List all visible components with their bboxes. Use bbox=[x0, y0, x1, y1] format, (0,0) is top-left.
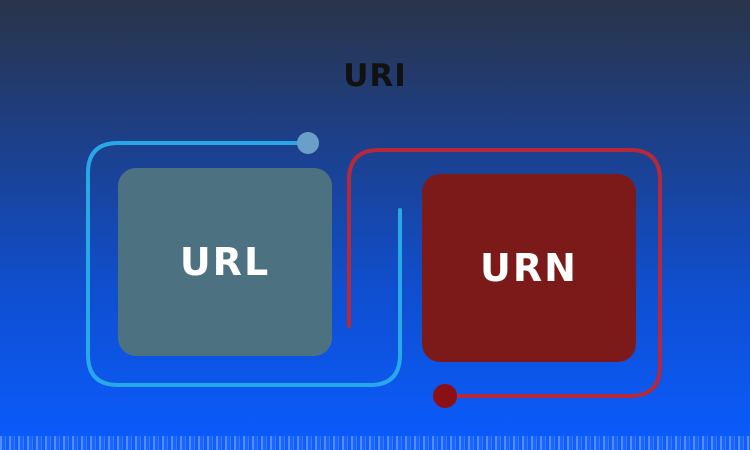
urn-outline-path bbox=[347, 148, 662, 398]
url-node-label: URL bbox=[179, 240, 271, 284]
url-outline-end-dot bbox=[297, 132, 319, 154]
urn-node-label: URN bbox=[480, 246, 578, 290]
diagram-title: URI bbox=[343, 58, 407, 94]
urn-node: URN bbox=[422, 174, 636, 362]
urn-outline-end-dot bbox=[433, 384, 457, 408]
url-outline-path bbox=[86, 141, 402, 387]
bottom-noise-strip bbox=[0, 436, 750, 450]
url-node: URL bbox=[118, 168, 332, 356]
